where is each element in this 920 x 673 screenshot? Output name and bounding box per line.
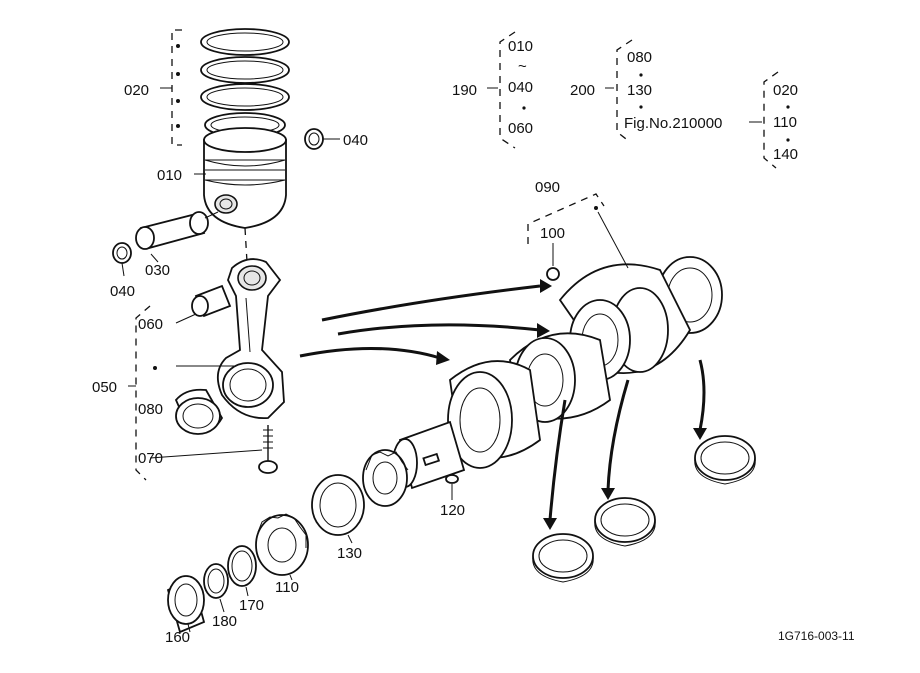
group-190-a: 010 <box>508 38 533 55</box>
crank-gear <box>362 449 409 507</box>
collar-160 <box>166 575 206 634</box>
crankshaft <box>392 256 723 490</box>
conrod-bolt <box>149 425 278 474</box>
group-200-c: 020 <box>773 82 798 99</box>
piston <box>203 127 287 229</box>
shim-170 <box>227 545 257 597</box>
bracket-050 <box>128 305 236 481</box>
group-200-e: 140 <box>773 146 798 163</box>
callout-050: 050 <box>92 379 117 396</box>
washer-180 <box>203 563 229 613</box>
callout-120: 120 <box>440 502 465 519</box>
callout-090: 090 <box>535 179 560 196</box>
group-190-b: 040 <box>508 79 533 96</box>
callout-180: 180 <box>212 613 237 630</box>
group-200: 200 080 130 Fig.No.210000 020 110 140 <box>570 39 798 169</box>
circlip-right <box>304 128 340 150</box>
connecting-rod <box>216 258 285 419</box>
group-190-c: 060 <box>508 120 533 137</box>
plug-100 <box>546 243 560 281</box>
main-bearing-2 <box>594 497 656 547</box>
group-190: 190 010 ~ 040 060 <box>452 31 533 149</box>
collar <box>311 474 365 544</box>
callout-060: 060 <box>138 316 163 333</box>
callout-160: 160 <box>165 629 190 646</box>
callout-030: 030 <box>145 262 170 279</box>
gear <box>255 513 309 581</box>
group-190-ref: 190 <box>452 82 477 99</box>
circlip-left <box>112 242 132 277</box>
piston-pin <box>135 211 219 263</box>
piston-rings <box>200 28 290 138</box>
group-200-a: 080 <box>627 49 652 66</box>
group-200-b: 130 <box>627 82 652 99</box>
callout-040-left: 040 <box>110 283 135 300</box>
callout-070: 070 <box>138 450 163 467</box>
callout-040-right: 040 <box>343 132 368 149</box>
group-200-fig: Fig.No.210000 <box>624 115 722 132</box>
group-200-d: 110 <box>773 114 797 131</box>
callout-020: 020 <box>124 82 149 99</box>
main-bearing-3 <box>694 435 756 485</box>
group-200-ref: 200 <box>570 82 595 99</box>
small-end-bushing <box>175 284 232 324</box>
figure-code: 1G716-003-11 <box>778 629 855 643</box>
callout-170: 170 <box>239 597 264 614</box>
group-190-tilde: ~ <box>518 58 527 75</box>
key <box>445 474 459 500</box>
callout-110: 110 <box>275 579 299 596</box>
callout-130: 130 <box>337 545 362 562</box>
callout-010: 010 <box>157 167 182 184</box>
callout-100: 100 <box>540 225 565 242</box>
main-bearing-1 <box>532 533 594 583</box>
callout-080: 080 <box>138 401 163 418</box>
bracket-090 <box>527 193 629 269</box>
assembly-arrows <box>299 279 707 530</box>
bracket-020 <box>160 29 182 146</box>
conrod-bearing <box>174 388 224 435</box>
